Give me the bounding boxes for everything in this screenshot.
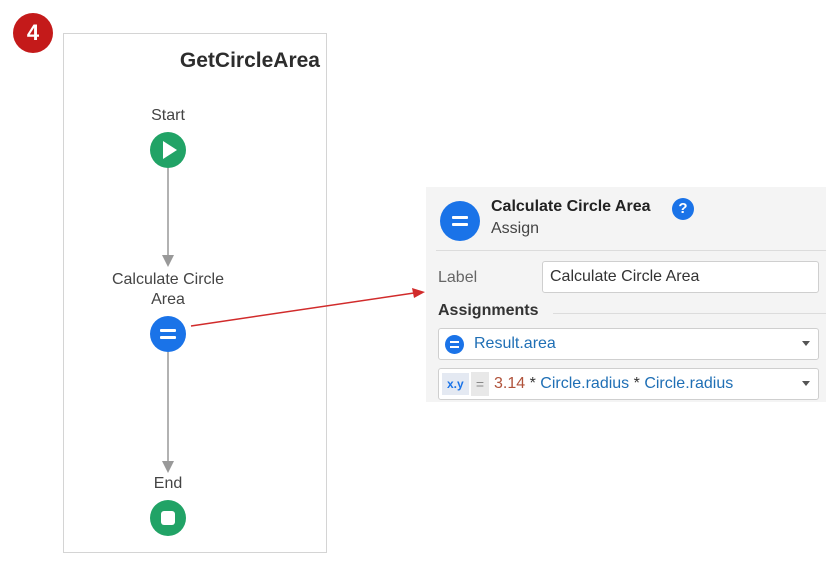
assign-node-label: Calculate Circle Area [88,270,248,310]
assign-node-label-line2: Area [151,291,185,308]
flow-title: GetCircleArea [179,49,320,72]
arrow-head-icon [412,288,425,298]
label-field-label: Label [438,269,478,286]
chevron-down-icon[interactable] [802,381,810,386]
properties-title: Calculate Circle Area [491,198,651,215]
expr-identifier: Circle.radius [644,375,734,392]
assign-node[interactable] [150,316,186,352]
stop-icon [161,511,175,525]
expr-identifier: Circle.radius [540,375,630,392]
expr-operator: * [629,375,645,392]
step-badge: 4 [13,13,53,53]
divider [553,313,826,314]
properties-type: Assign [491,220,540,237]
end-node-label: End [153,475,183,492]
assign-node-label-line1: Calculate Circle [111,271,225,288]
expression-type-icon: x.y [442,373,469,395]
flow-canvas: GetCircleArea Start Calculate Circle Are… [63,33,327,553]
start-node[interactable] [150,132,186,168]
end-node[interactable] [150,500,186,536]
assignment-variable-select[interactable]: Result.area [438,328,819,360]
play-icon [163,141,177,159]
assign-icon [160,329,176,339]
label-field-input[interactable]: Calculate Circle Area [542,261,819,293]
properties-panel: Calculate Circle Area ? Assign Label Cal… [426,187,826,402]
divider [436,250,826,251]
assignment-expression[interactable]: 3.14 * Circle.radius * Circle.radius [494,369,733,399]
expr-number: 3.14 [494,375,526,392]
help-icon[interactable]: ? [672,198,694,220]
start-node-label: Start [151,107,185,124]
assign-type-icon [440,201,480,241]
assignment-variable: Result.area [474,335,556,352]
chevron-down-icon[interactable] [802,341,810,346]
variable-icon [445,335,464,354]
assignment-value-select[interactable]: x.y = 3.14 * Circle.radius * Circle.radi… [438,368,819,400]
expr-operator: * [525,375,541,392]
equals-sign: = [471,372,489,396]
assignments-heading: Assignments [438,302,539,319]
